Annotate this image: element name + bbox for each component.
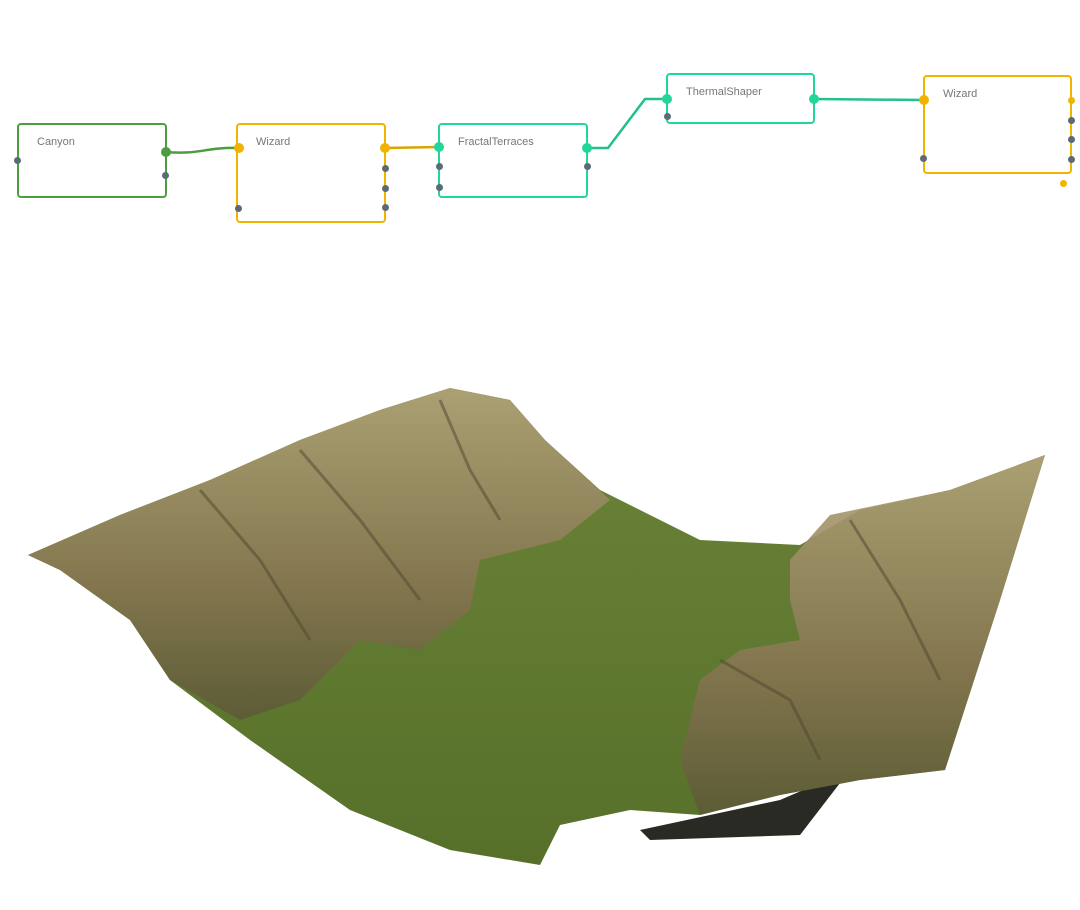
input-port[interactable]: [919, 154, 927, 162]
output-port[interactable]: [583, 162, 591, 170]
output-port[interactable]: [1067, 135, 1075, 143]
output-port[interactable]: [381, 184, 389, 192]
output-port[interactable]: [1067, 116, 1075, 124]
node-title: ThermalShaper: [686, 86, 762, 98]
node-title: Wizard: [943, 88, 978, 100]
node-wizard-2[interactable]: Wizard: [923, 75, 1072, 174]
node-title: FractalTerraces: [458, 136, 534, 148]
input-port[interactable]: [435, 162, 443, 170]
node-title: Canyon: [37, 136, 75, 148]
edge-fractal-thermal: [587, 97, 667, 150]
output-port[interactable]: [1067, 155, 1075, 163]
output-port[interactable]: [161, 147, 171, 157]
input-port[interactable]: [434, 142, 444, 152]
edge-thermal-wizard: [813, 97, 925, 102]
input-port[interactable]: [435, 183, 443, 191]
terrain-shadow: [640, 770, 850, 840]
input-port[interactable]: [13, 156, 21, 164]
output-port[interactable]: [380, 143, 390, 153]
output-port[interactable]: [1059, 179, 1067, 187]
input-port[interactable]: [919, 95, 929, 105]
output-port[interactable]: [381, 203, 389, 211]
node-canyon[interactable]: Canyon: [17, 123, 167, 198]
node-title: Wizard: [256, 136, 291, 148]
output-port[interactable]: [809, 94, 819, 104]
node-fractal-terraces[interactable]: FractalTerraces: [438, 123, 588, 198]
terrain-ridge-north: [28, 388, 610, 720]
edge-canyon-wizard: [165, 146, 240, 154]
input-port[interactable]: [234, 204, 242, 212]
input-port[interactable]: [662, 94, 672, 104]
terrain-ridge-east: [680, 455, 1045, 815]
output-port[interactable]: [161, 171, 169, 179]
output-port[interactable]: [1067, 96, 1075, 104]
input-port[interactable]: [234, 143, 244, 153]
output-port[interactable]: [582, 143, 592, 153]
edge-wizard-fractal: [384, 145, 440, 150]
node-wizard[interactable]: Wizard: [236, 123, 386, 223]
input-port[interactable]: [663, 112, 671, 120]
output-port[interactable]: [381, 164, 389, 172]
